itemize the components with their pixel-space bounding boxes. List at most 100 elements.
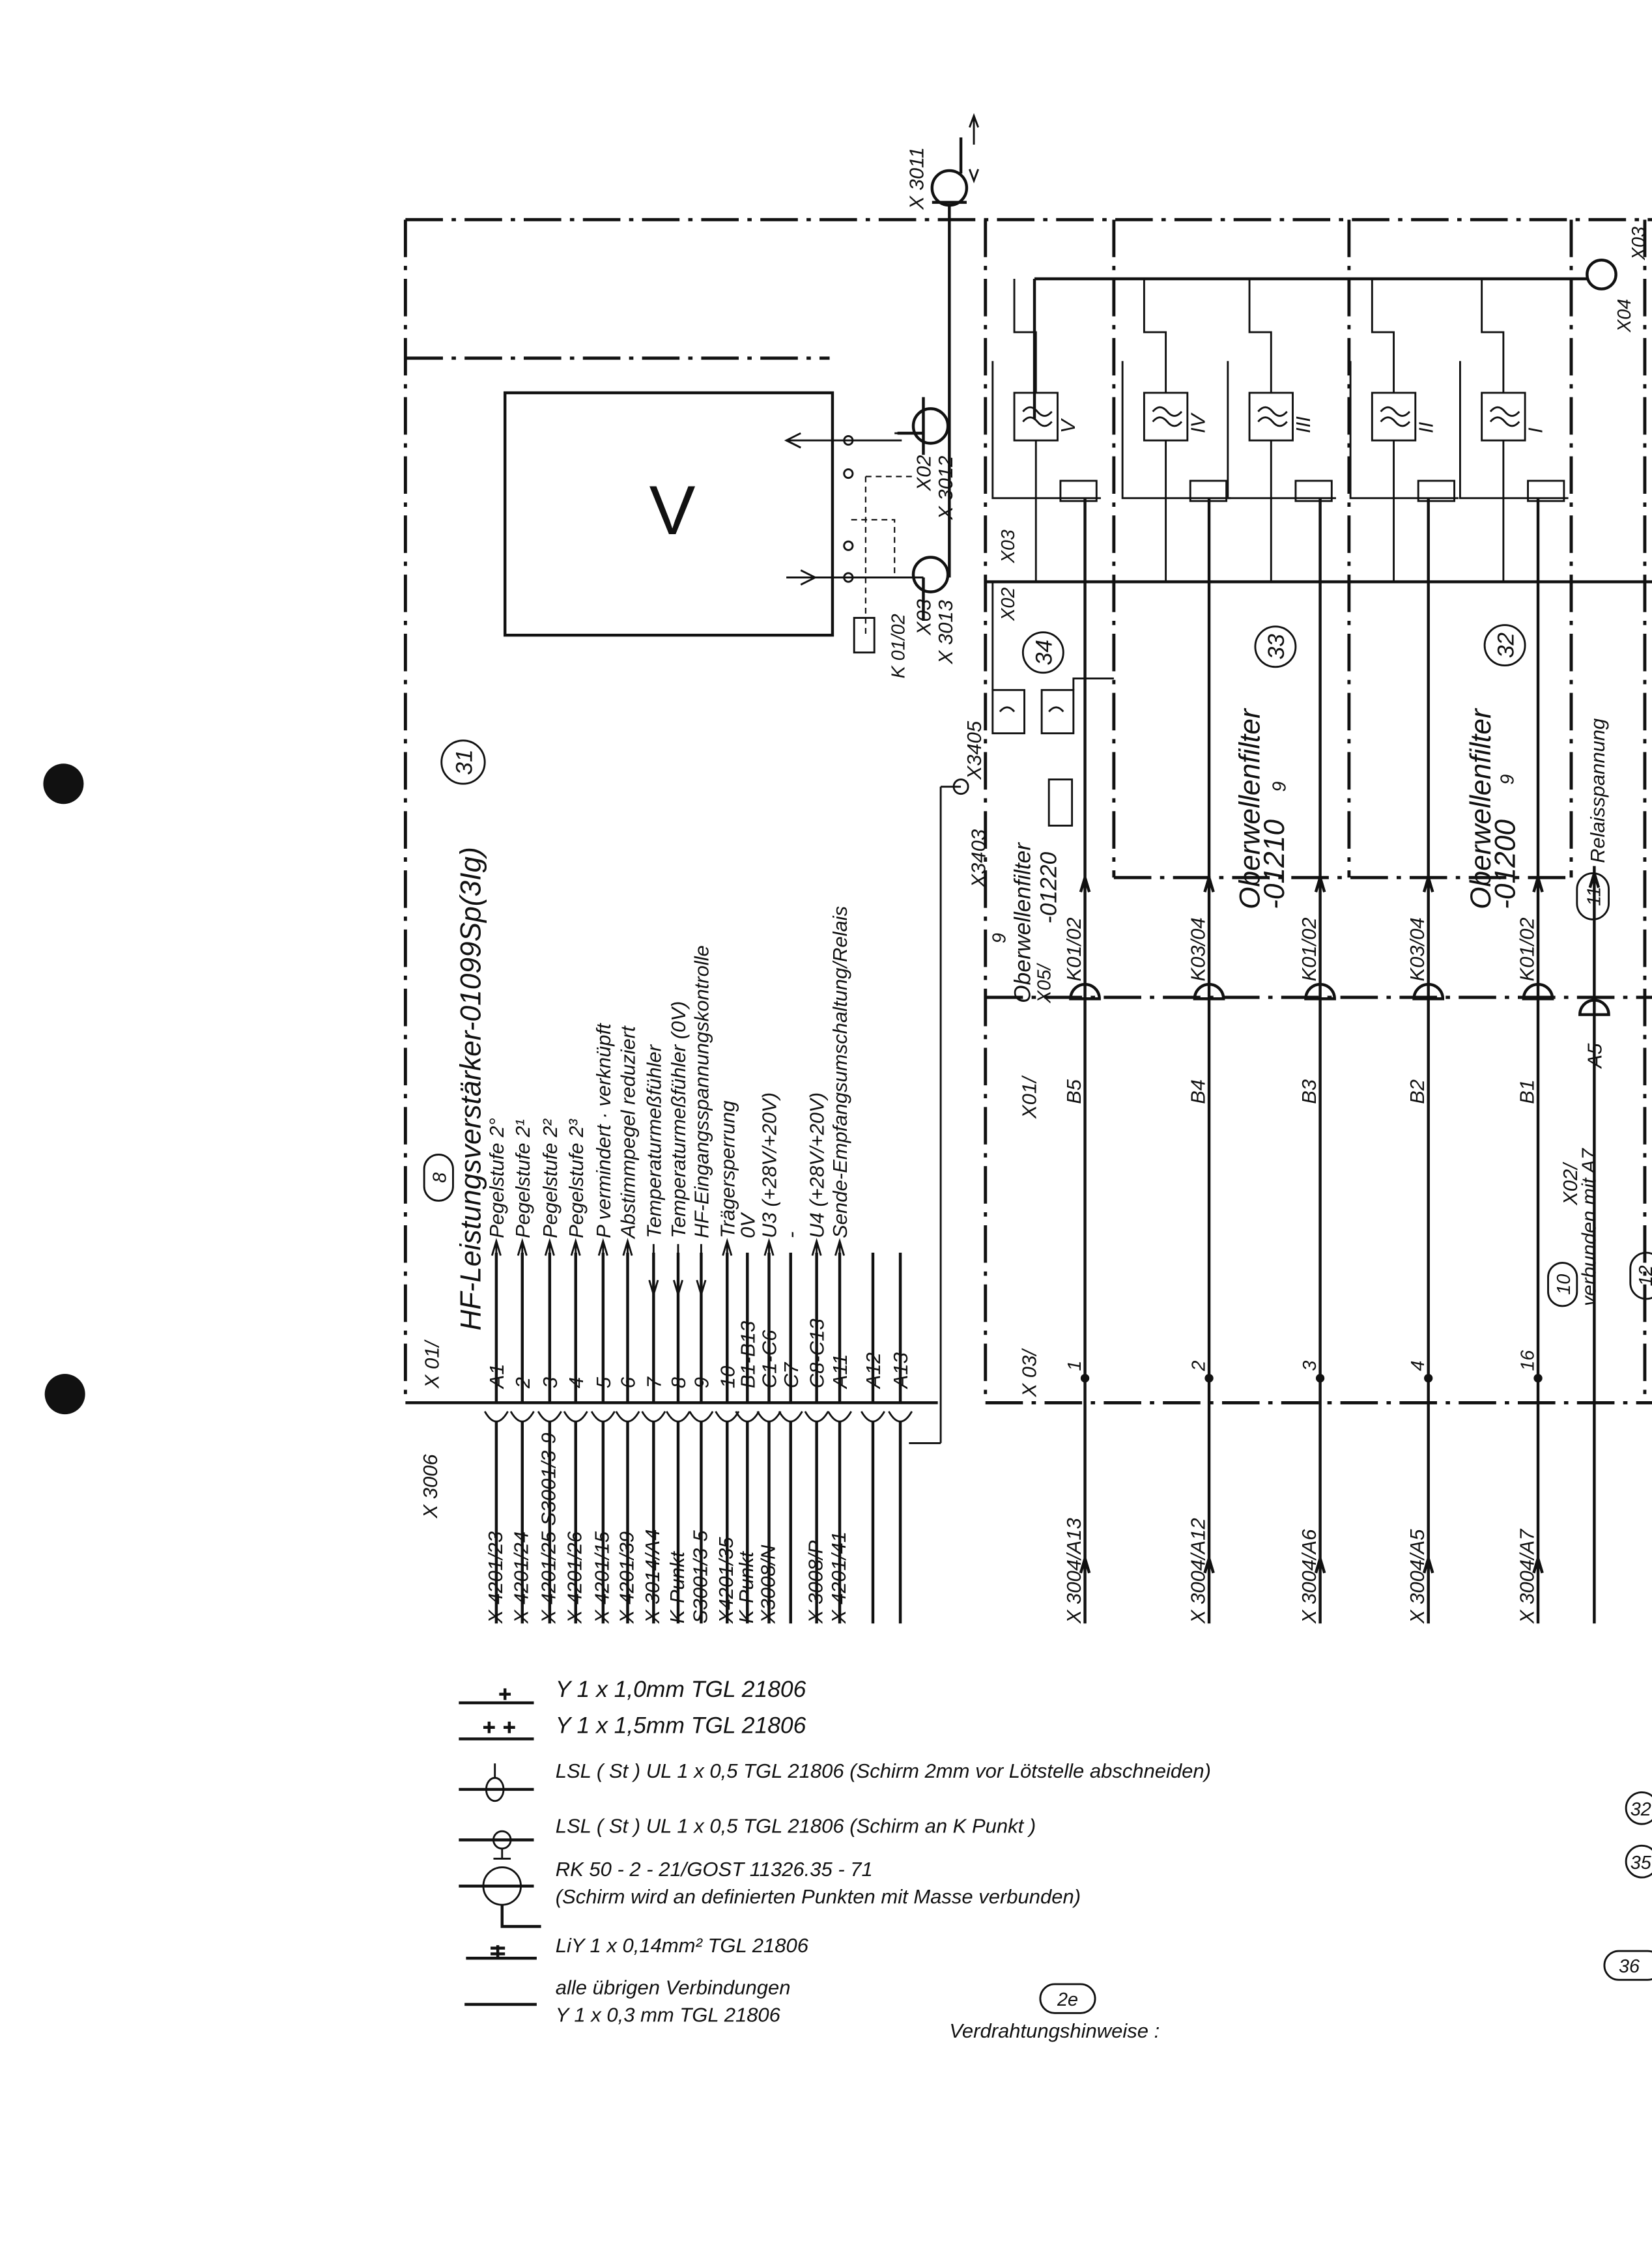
filter-bus-pin-label: B1	[1515, 1079, 1538, 1104]
arrow-down-icon	[648, 1244, 659, 1298]
pin-label: 4	[565, 1377, 588, 1388]
filter-roman-numeral: II	[1414, 421, 1437, 433]
filter-bus-pin-label: B4	[1186, 1079, 1209, 1104]
pin-destination-label: K-Punkt	[735, 1551, 758, 1624]
arrow-up-icon	[597, 1238, 608, 1292]
arrow-up-icon	[834, 1238, 846, 1292]
x03-bus-label: X 03/	[1018, 1348, 1040, 1398]
filter-bus-wire	[1304, 498, 1336, 1624]
pin-label: C7	[780, 1361, 803, 1388]
pin-socket-icon	[778, 1410, 803, 1423]
module-34-number: 34	[1031, 640, 1057, 665]
arrow-up-icon	[622, 1238, 633, 1292]
x02-bus-label: X02/	[1559, 1161, 1582, 1206]
module-34-ref: 9	[990, 933, 1010, 943]
pin-signal-label: Temperaturmeßfühler	[642, 1044, 665, 1238]
junction-dot	[1080, 1374, 1090, 1383]
side-ref-32: 32	[1631, 1799, 1651, 1820]
pin-signal-label: Abstimmpegel reduziert	[617, 1025, 640, 1240]
pin-destination-label: X4201/35	[715, 1537, 737, 1624]
pin-row: C7 -	[778, 1232, 803, 1624]
pin-label: 9	[690, 1377, 713, 1388]
side-ref-35: 35	[1631, 1853, 1652, 1873]
x02-label: X02	[913, 455, 935, 491]
module-32-name: Oberwellenfilter	[1465, 707, 1497, 909]
relay-coil-icon	[1527, 479, 1565, 502]
pin-signal-label: HF-Eingangsspannungskontrolle	[690, 945, 713, 1238]
amplifier-block	[503, 391, 924, 654]
footer-ref-oval	[1039, 1983, 1096, 2014]
pin-destination-label: X 4201/24	[510, 1531, 533, 1624]
filter-destination-label: X 3004/A5	[1406, 1529, 1429, 1625]
plug-label: X 3006	[419, 1454, 442, 1519]
filter-bus-pin-label: B3	[1298, 1079, 1320, 1104]
arrow-down-icon	[672, 1244, 684, 1298]
lowpass-filter-icon	[1371, 391, 1417, 442]
pin-socket-icon	[756, 1410, 782, 1423]
pin-socket-icon	[689, 1410, 714, 1423]
pin-label: A12	[862, 1352, 885, 1389]
pin-socket-icon	[827, 1410, 853, 1423]
module-32-number: 32	[1492, 633, 1518, 659]
relay-k0102-label: K 01/02	[889, 614, 909, 678]
pin-label: B1-B13	[736, 1321, 759, 1388]
side-ref-circle	[1625, 1844, 1652, 1879]
amplifier-ref: 8	[429, 1173, 450, 1183]
footer-ref: 2e	[1057, 1989, 1078, 2010]
legend-item-5-note: (Schirm wird an definierten Punkten mit …	[556, 1885, 1081, 1908]
module-32-code: -01200	[1490, 819, 1522, 909]
pin-socket-icon	[509, 1410, 535, 1423]
pin-label: 3	[539, 1377, 562, 1388]
arrow-up-icon	[570, 1238, 581, 1292]
x03b-label: X03	[998, 530, 1019, 563]
module-33-number: 33	[1263, 634, 1289, 660]
pin-label: 7	[642, 1376, 665, 1388]
pin-signal-label: Trägersperrung	[716, 1101, 739, 1238]
pin-row: A13	[888, 1253, 913, 1624]
pin-socket-icon	[888, 1410, 913, 1423]
legend-item-4: LSL ( St ) UL 1 x 0,5 TGL 21806 (Schirm …	[556, 1814, 1036, 1837]
filter-roman-numeral: V	[1057, 418, 1079, 433]
x01-bus-label: X01/	[1018, 1075, 1040, 1119]
module-34-circle	[1021, 631, 1064, 674]
side-ref-oval	[1603, 1950, 1652, 1981]
pin-destination-label: X 3014/A4	[641, 1529, 664, 1624]
pin-signal-label: Pegelstufe 2²	[539, 1118, 562, 1238]
filter-x03-pin: 4	[1408, 1361, 1429, 1371]
pin-destination-label: X 4201/25 S3001/3-9	[537, 1432, 560, 1624]
pin-signal-label: -	[780, 1232, 803, 1238]
pin-row: 7 Temperaturmeßfühler X 3014/A4	[641, 1044, 666, 1624]
x3011-label: X 3011	[905, 147, 928, 210]
filter-wiring	[991, 279, 1101, 582]
arrow-up-icon	[811, 1238, 822, 1292]
ref12-oval	[1629, 1251, 1652, 1300]
pin-signal-label: Sende-Empfangsumschaltung/Relais	[829, 906, 851, 1238]
amplifier-ref-oval	[423, 1153, 454, 1202]
linked-ref: 10	[1554, 1274, 1574, 1295]
pin-signal-label: P vermindert · verknüpft	[592, 1023, 615, 1238]
legend-item-1: Y 1 x 1,0mm TGL 21806	[556, 1676, 806, 1702]
x3013-label: X 3013	[934, 600, 957, 664]
a5-label: A5	[1583, 1043, 1606, 1070]
pin-socket-icon	[666, 1410, 691, 1423]
coax-connectors	[897, 113, 1652, 1444]
arrow-down-icon	[696, 1244, 707, 1298]
filter-wiring	[1349, 279, 1459, 582]
x3405-label: X3405	[963, 720, 986, 780]
module-34-x05: X05/	[1034, 963, 1055, 1004]
module-34-name: Oberwellenfilter	[1009, 842, 1035, 1003]
pin-socket-icon	[804, 1410, 829, 1423]
pin-signal-label: Pegelstufe 2°	[485, 1118, 508, 1238]
relay-coil-icon	[1059, 479, 1098, 502]
arrow-up-icon	[517, 1238, 528, 1292]
